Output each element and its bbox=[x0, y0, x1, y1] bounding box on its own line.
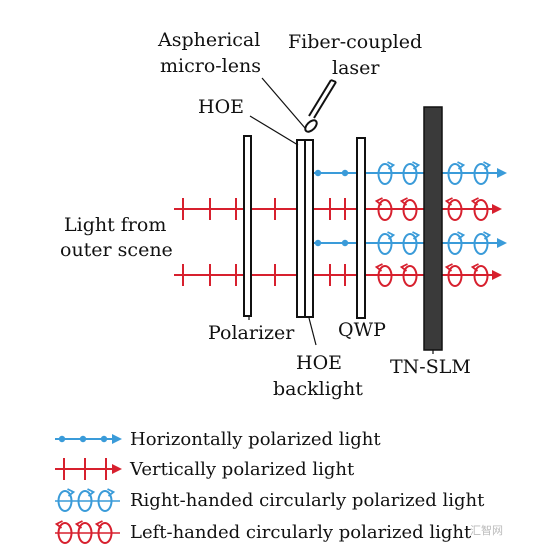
legend-text-vertical: Vertically polarized light bbox=[129, 459, 355, 480]
circular-arrowhead bbox=[444, 197, 453, 206]
circular-arrowhead bbox=[387, 231, 396, 240]
circular-arrowhead bbox=[444, 263, 453, 272]
circular-arrowhead bbox=[374, 197, 383, 206]
left-circular-loop bbox=[77, 522, 93, 544]
circular-arrowhead bbox=[87, 488, 96, 497]
red-beam-1 bbox=[174, 197, 502, 221]
legend-symbol-vertical bbox=[55, 458, 122, 480]
circular-arrowhead bbox=[107, 488, 116, 497]
horizontal-polarization-dot bbox=[58, 435, 66, 443]
horizontal-polarization-dot bbox=[100, 435, 108, 443]
circular-arrowhead bbox=[457, 231, 466, 240]
right-circular-loop bbox=[473, 163, 489, 185]
circular-arrowhead bbox=[457, 161, 466, 170]
circular-arrowhead bbox=[67, 488, 76, 497]
label-qwp: QWP bbox=[338, 319, 386, 341]
beams-group bbox=[174, 161, 507, 287]
label-light-line1: Light from bbox=[64, 214, 166, 236]
right-circular-loop bbox=[402, 163, 418, 185]
label-fiber-line2: laser bbox=[332, 57, 380, 79]
label-fiber-line1: Fiber-coupled bbox=[288, 31, 422, 53]
left-circular-loop bbox=[447, 199, 463, 221]
right-circular-loop bbox=[447, 163, 463, 185]
label-polarizer: Polarizer bbox=[208, 322, 295, 344]
left-circular-loop bbox=[377, 265, 393, 287]
circular-arrowhead bbox=[54, 520, 63, 529]
label-tn-slm: TN-SLM bbox=[390, 356, 471, 378]
horizontal-polarization-dot bbox=[314, 169, 322, 177]
left-circular-loop bbox=[97, 522, 113, 544]
polarizer-plate bbox=[243, 135, 252, 317]
right-circular-loop bbox=[77, 490, 93, 512]
tn-slm-panel bbox=[423, 106, 443, 351]
label-hoe: HOE bbox=[198, 96, 244, 118]
circular-arrowhead bbox=[470, 263, 479, 272]
left-circular-loop bbox=[473, 199, 489, 221]
circular-arrowhead bbox=[74, 520, 83, 529]
left-circular-loop bbox=[57, 522, 73, 544]
legend-text-horizontal: Horizontally polarized light bbox=[130, 429, 381, 450]
right-circular-loop bbox=[402, 233, 418, 255]
legend-text-left-circular: Left-handed circularly polarized light bbox=[130, 522, 472, 543]
fiber-coupled-laser bbox=[308, 79, 337, 119]
circular-arrowhead bbox=[94, 520, 103, 529]
right-circular-loop bbox=[447, 233, 463, 255]
circular-arrowhead bbox=[483, 231, 492, 240]
legend: Horizontally polarized light Vertically … bbox=[54, 429, 485, 544]
red-beam-2 bbox=[174, 263, 502, 287]
legend-symbol-horizontal bbox=[55, 434, 122, 444]
circular-arrowhead bbox=[399, 197, 408, 206]
label-aspherical-line1: Aspherical bbox=[157, 29, 260, 51]
legend-symbol-left-circular bbox=[54, 520, 120, 544]
circular-arrowhead bbox=[399, 263, 408, 272]
right-circular-loop bbox=[57, 490, 73, 512]
circular-arrowhead bbox=[483, 161, 492, 170]
label-light-line2: outer scene bbox=[60, 239, 173, 261]
blue-beam-2 bbox=[313, 231, 507, 255]
aspherical-micro-lens bbox=[304, 119, 318, 133]
legend-symbol-right-circular bbox=[55, 488, 120, 512]
horizontal-polarization-dot bbox=[341, 169, 349, 177]
horizontal-polarization-dot bbox=[79, 435, 87, 443]
left-circular-loop bbox=[473, 265, 489, 287]
right-circular-loop bbox=[473, 233, 489, 255]
legend-symbols bbox=[54, 434, 122, 544]
qwp-plate bbox=[356, 137, 366, 319]
left-circular-loop bbox=[377, 199, 393, 221]
leader-aspherical bbox=[261, 77, 306, 129]
circular-arrowhead bbox=[374, 263, 383, 272]
circular-arrowhead bbox=[412, 231, 421, 240]
label-hoe-backlight-line2: backlight bbox=[273, 378, 363, 400]
right-circular-loop bbox=[97, 490, 113, 512]
legend-text-right-circular: Right-handed circularly polarized light bbox=[130, 490, 485, 511]
circular-arrowhead bbox=[387, 161, 396, 170]
horizontal-polarization-dot bbox=[341, 239, 349, 247]
left-circular-loop bbox=[402, 265, 418, 287]
left-circular-loop bbox=[447, 265, 463, 287]
left-circular-loop bbox=[402, 199, 418, 221]
circular-arrowhead bbox=[470, 197, 479, 206]
right-circular-loop bbox=[377, 233, 393, 255]
leader-hoe-backlight bbox=[308, 317, 317, 346]
watermark: 汇智网 bbox=[470, 523, 503, 537]
horizontal-polarization-dot bbox=[314, 239, 322, 247]
circular-arrowhead bbox=[412, 161, 421, 170]
blue-beam-1 bbox=[313, 161, 507, 185]
hoe-backlight-plate bbox=[304, 139, 314, 318]
right-circular-loop bbox=[377, 163, 393, 185]
hoe-plate bbox=[296, 139, 306, 318]
leader-hoe-top bbox=[249, 115, 299, 146]
label-hoe-backlight-line1: HOE bbox=[296, 352, 342, 374]
label-aspherical-line2: micro-lens bbox=[160, 55, 261, 77]
